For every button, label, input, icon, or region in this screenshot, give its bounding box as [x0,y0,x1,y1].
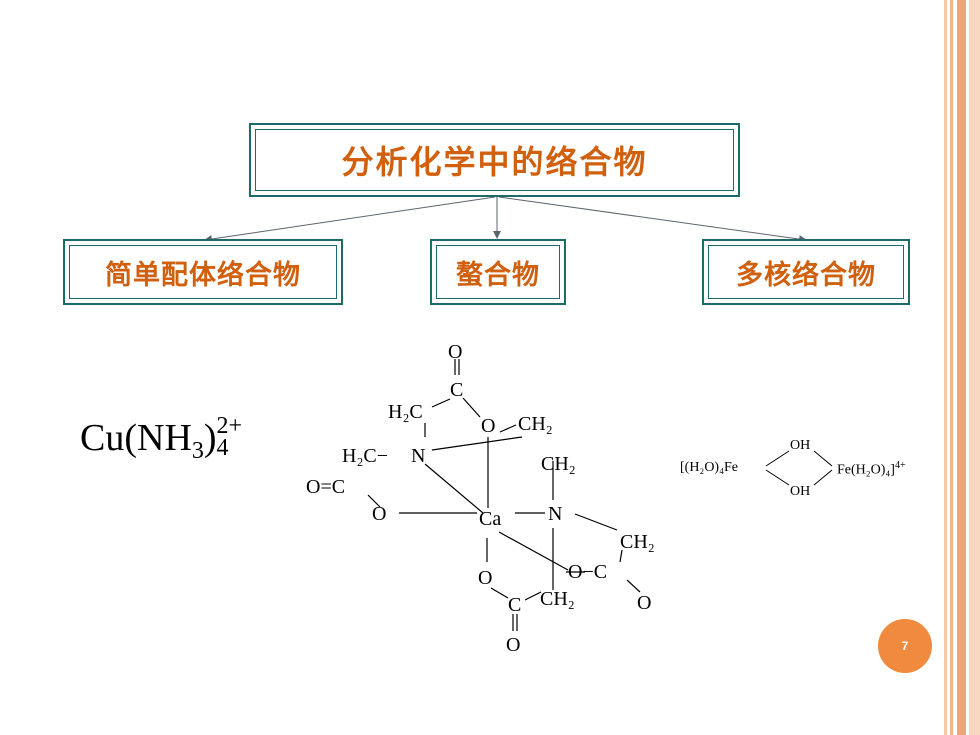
atom-o-top: O [448,341,462,363]
node-simple-ligand-label: 简单配体络合物 [105,259,301,291]
atom-n-right: N [548,503,562,525]
iron-bridge-top: OH [790,438,811,453]
copper-formula: Cu(NH3)2+4 [80,413,243,464]
iron-bridge-bottom: OH [790,484,811,499]
group-o-c-right: O−C [568,561,607,583]
node-chelate-label: 螯合物 [456,259,540,291]
page-number: 7 [901,639,909,653]
group-ch2-a: CH₂ [518,413,553,435]
edge-stripe [950,0,953,735]
root-node-label: 分析化学中的络合物 [341,143,648,181]
atom-o-bottom: O [506,634,520,656]
root-node: 分析化学中的络合物 [249,123,740,197]
edge-stripe [957,0,966,735]
atom-n-left: N [411,445,425,467]
iron-right: Fe(H₂O)₄]4+ [837,460,906,478]
node-polynuclear: 多核络合物 [702,239,910,305]
atom-o-bottom-left: O [478,567,492,589]
atom-ca: Ca [479,508,501,530]
node-polynuclear-label: 多核络合物 [736,259,876,291]
connector-right [498,196,807,243]
node-simple-ligand: 简单配体络合物 [63,239,343,305]
iron-left: [(H₂O)₄Fe [680,460,738,475]
connector-left [204,196,496,243]
edge-stripe [969,0,980,735]
group-ch2-bottom: CH₂ [540,588,575,610]
edge-stripe [944,0,947,735]
group-oc-left: O=C [306,476,345,498]
atom-c-top: C [450,379,463,401]
page-number-badge: 7 [878,619,932,673]
atom-o-ring: O [481,415,495,437]
group-ch2-right: CH₂ [620,531,655,553]
group-h2c-n: H₂C− [342,445,388,467]
group-h2c-top: H₂C [388,401,423,423]
atom-c-bottom: C [508,594,521,616]
atom-o-left: O [372,503,386,525]
atom-o-right: O [637,592,651,614]
node-chelate: 螯合物 [430,239,566,305]
group-ch2-b: CH₂ [541,453,576,475]
